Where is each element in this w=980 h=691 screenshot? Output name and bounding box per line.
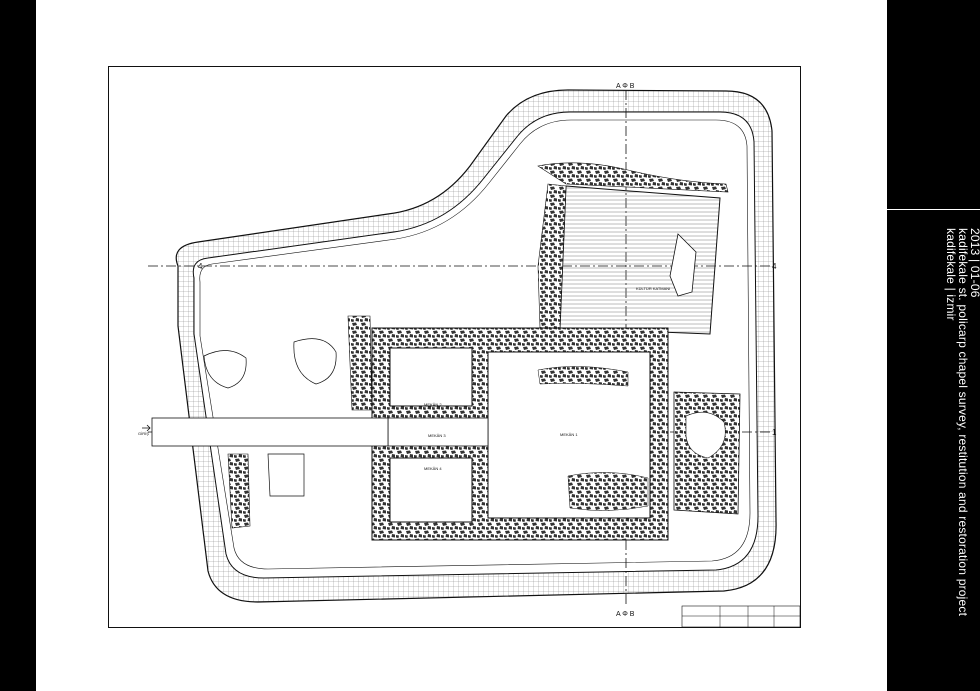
project-caption: 2013 | 01-06 kadifekale st. policarp cha… (931, 228, 980, 688)
room-2-label: MEKÂN 2 (424, 402, 442, 407)
room-4-label: MEKÂN 4 (424, 466, 442, 471)
west-feature-2 (293, 338, 337, 385)
entrance-arrow-icon (142, 424, 151, 432)
axis-label-right-lower: 1 (772, 428, 777, 437)
cistern-label: KÜLTÜR KATMANI (636, 286, 670, 291)
entrance-path (151, 417, 389, 447)
section-label-bottom: A Φ B (616, 611, 635, 618)
entrance-label: GİRİŞ (138, 431, 149, 436)
survey-drawing-sheet: 4 2 4 1 A Φ B A Φ B KÜLTÜR KATMANI MEKÂN… (108, 66, 801, 628)
title-block (681, 605, 801, 628)
cistern-opening (669, 233, 697, 297)
room-1-rubble (567, 472, 649, 511)
caption-divider (887, 209, 980, 210)
corridor (387, 417, 489, 447)
room-2 (389, 347, 473, 407)
west-wall-remnant (347, 315, 373, 411)
west-feature-3 (267, 453, 305, 497)
room-4 (389, 457, 473, 523)
axis-label-right-upper: 4 (772, 262, 777, 271)
hatched-cistern-area (559, 185, 721, 335)
caption-title: kadifekale st. policarp chapel survey, r… (956, 228, 970, 617)
site-plan-drawing: 4 2 4 1 A Φ B A Φ B KÜLTÜR KATMANI MEKÂN… (108, 66, 801, 628)
right-black-band (887, 0, 980, 691)
room-1-rubble-upper (537, 366, 629, 387)
west-wall-remnant-lower (227, 453, 251, 529)
east-annex-pit (685, 411, 726, 459)
caption-date: 2013 | 01-06 (968, 228, 980, 298)
room-1-label: MEKÂN 1 (560, 432, 578, 437)
left-black-band (0, 0, 36, 691)
room-3-label: MEKÂN 3 (428, 433, 446, 438)
west-feature-1 (203, 350, 247, 389)
section-label-top: A Φ B (616, 83, 635, 90)
rubble-top (537, 162, 729, 193)
axis-label-left-upper: 4 (198, 262, 203, 271)
